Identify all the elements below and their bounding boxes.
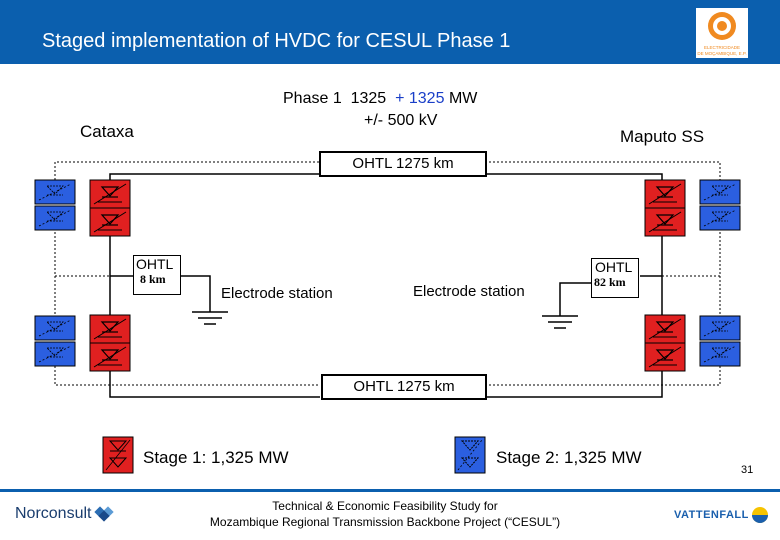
left-electrode-line-length: 8 km <box>140 272 166 286</box>
left-electrode-station: Electrode station <box>221 285 333 302</box>
left-upper-red-converters <box>89 179 131 237</box>
legend-stage2-label: Stage 2: 1,325 MW <box>496 448 642 467</box>
edm-logo: ELECTRICIDADE DE MOÇAMBIQUE, E.P. <box>696 8 748 58</box>
vattenfall-logo-mark <box>752 507 768 523</box>
left-station-name: Cataxa <box>80 122 134 141</box>
right-electrode-line-length: 82 km <box>594 275 626 289</box>
norconsult-logo-mark <box>94 506 114 522</box>
right-electrode-line-title: OHTL <box>595 259 633 275</box>
logo-text-2: DE MOÇAMBIQUE, E.P. <box>697 51 746 56</box>
right-lower-blue-converters <box>699 315 741 367</box>
legend-stage1-symbol <box>102 436 134 474</box>
phase-label: Phase 1 1325 + 1325 MW <box>283 90 477 108</box>
capacity-unit: MW <box>448 90 478 107</box>
stage1-wiring <box>109 173 663 398</box>
right-upper-red-converters <box>644 179 686 237</box>
capacity-stage1: 1325 <box>350 90 387 107</box>
left-lower-red-converters <box>89 314 131 372</box>
phase-name: Phase 1 <box>283 90 342 107</box>
legend-stage2-symbol <box>454 436 486 474</box>
header-bar: Staged implementation of HVDC for CESUL … <box>0 0 780 64</box>
ground-symbol-right <box>542 315 578 329</box>
footer-line-1: Technical & Economic Feasibility Study f… <box>272 499 498 513</box>
right-electrode-station: Electrode station <box>413 283 525 300</box>
capacity-plus: + 1325 <box>395 90 445 107</box>
left-electrode-line-title: OHTL <box>136 256 174 272</box>
left-lower-blue-converters <box>34 315 76 367</box>
footer-rule <box>0 489 780 492</box>
footer-line-2: Mozambique Regional Transmission Backbon… <box>209 515 561 529</box>
voltage-label: +/- 500 kV <box>364 112 438 129</box>
top-line-box: OHTL 1275 km <box>319 151 487 177</box>
ground-symbol-left <box>192 311 228 325</box>
footer-text: Technical & Economic Feasibility Study f… <box>170 498 600 530</box>
left-electrode-line-box: OHTL 8 km <box>133 255 181 295</box>
norconsult-logo-text: Norconsult <box>15 505 92 522</box>
right-electrode-line-box: OHTL 82 km <box>591 258 639 298</box>
vattenfall-logo-text: VATTENFALL <box>674 509 749 521</box>
right-station-name: Maputo SS <box>620 127 705 146</box>
right-upper-blue-converters <box>699 179 741 231</box>
bottom-line-box: OHTL 1275 km <box>321 374 487 400</box>
logo-text-1: ELECTRICIDADE <box>704 45 740 50</box>
left-upper-blue-converters <box>34 179 76 231</box>
stage2-dotted-wiring <box>54 161 721 386</box>
right-lower-red-converters <box>644 314 686 372</box>
page-title: Staged implementation of HVDC for CESUL … <box>42 30 511 52</box>
legend-stage1-label: Stage 1: 1,325 MW <box>143 448 289 467</box>
page-number: 31 <box>741 464 754 476</box>
